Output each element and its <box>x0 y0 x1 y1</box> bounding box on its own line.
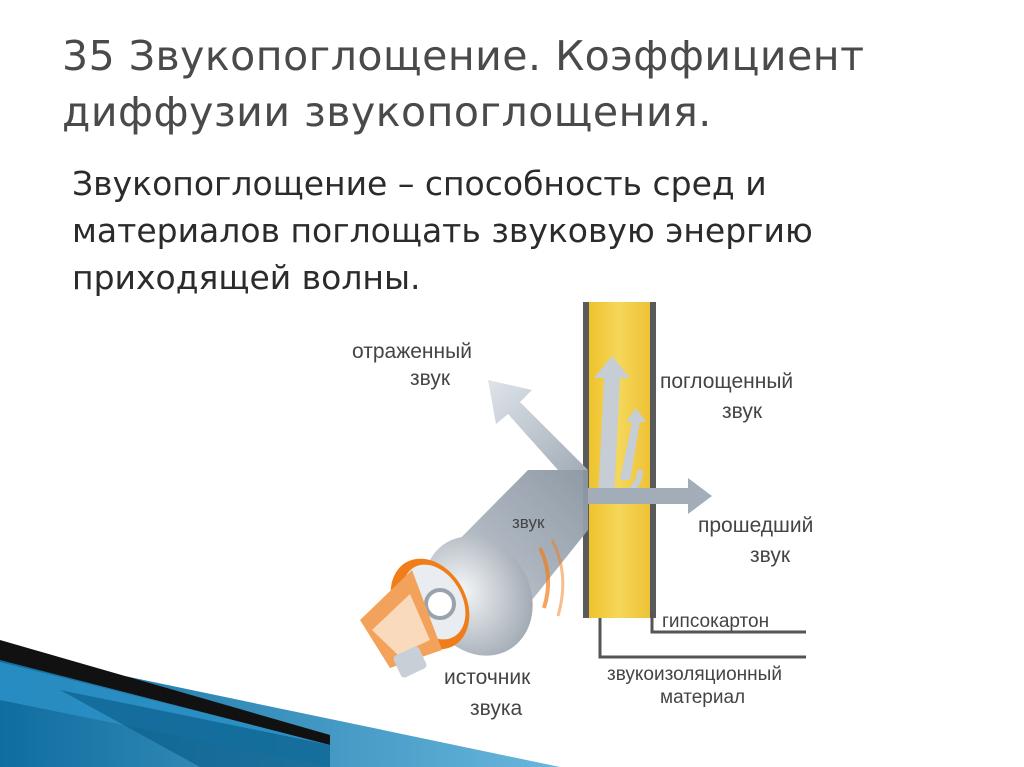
material-leader-lines <box>598 612 806 659</box>
label-source-line-2: звука <box>470 697 522 720</box>
slide-body-line-2: материалов поглощать звуковую энергию <box>72 211 813 250</box>
label-drywall: гипсокартон <box>662 611 769 632</box>
label-source-line-1: источник <box>444 666 531 689</box>
label-insulation-line-2: материал <box>660 687 745 708</box>
transmitted-sound-arrow <box>588 478 712 514</box>
slide-title: 35 Звукопоглощение. Коэффициент диффузии… <box>62 28 962 140</box>
decorative-corner-stripes <box>0 640 560 767</box>
label-absorbed-line-2: звук <box>722 400 763 423</box>
label-absorbed-line-1: поглощенный <box>660 370 793 393</box>
slide-body-line-3: приходящей волны. <box>72 258 421 297</box>
label-reflected-line-2: звук <box>410 367 451 390</box>
slide-title-line-2: диффузии звукопоглощения. <box>62 88 712 136</box>
slide-title-line-1: 35 Звукопоглощение. Коэффициент <box>62 32 865 80</box>
label-insulation-line-1: звукоизоляционный <box>607 664 782 685</box>
label-reflected-line-1: отраженный <box>352 340 472 363</box>
label-transmitted-line-2: звук <box>750 544 791 567</box>
slide-body-line-1: Звукопоглощение – способность сред и <box>72 164 767 203</box>
label-transmitted-line-1: прошедший <box>698 514 813 537</box>
label-incident: звук <box>512 513 545 532</box>
wall-cross-section <box>583 302 656 618</box>
reflected-sound-arrow <box>488 380 588 470</box>
loudspeaker-icon <box>360 536 565 678</box>
slide-body-text: Звукопоглощение – способность сред и мат… <box>72 160 932 301</box>
